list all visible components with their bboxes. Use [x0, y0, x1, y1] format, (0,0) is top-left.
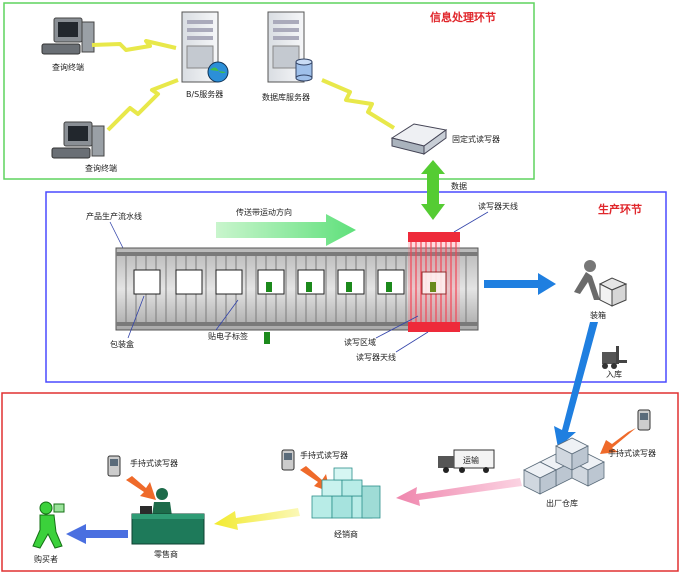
- db-server-label: 数据库服务器: [262, 92, 310, 102]
- flow-arrow: [554, 322, 598, 448]
- package-box: [215, 269, 243, 295]
- rfid-tag: [346, 282, 352, 292]
- query-terminal-label-2: 查询终端: [85, 163, 117, 173]
- retail-counter-icon: [131, 488, 205, 545]
- package-box-label: 包装盒: [110, 339, 134, 349]
- buyer-icon: [32, 501, 65, 549]
- worker-packing-icon: [574, 260, 628, 307]
- leader-line: [453, 211, 489, 233]
- reader-antenna-bottom-label: 读写器天线: [356, 352, 396, 362]
- leader-line: [215, 299, 239, 331]
- flow-arrow: [66, 524, 128, 544]
- factory-warehouse-label: 出厂仓库: [546, 498, 578, 508]
- belt-direction-label: 传送带运动方向: [236, 207, 292, 217]
- distributor-boxes-icon: [311, 467, 381, 519]
- forklift-icon: [602, 346, 627, 369]
- production-section-title: 生产环节: [598, 202, 642, 216]
- flow-arrow: [484, 273, 556, 295]
- shipping-label: 运输: [463, 455, 479, 465]
- buyer-label: 购买者: [34, 554, 58, 564]
- query-terminal-label-1: 查询终端: [52, 62, 84, 72]
- bs-server-label: B/S服务器: [186, 89, 223, 99]
- leader-line: [395, 331, 429, 353]
- data-label: 数据: [451, 181, 467, 191]
- computer-icon: [51, 121, 105, 159]
- retail-label: 零售商: [154, 549, 178, 559]
- leader-line: [109, 221, 125, 251]
- package-box: [175, 269, 203, 295]
- wireless-link-icon: [91, 39, 177, 52]
- database-icon: [295, 58, 313, 82]
- rfid-tag: [266, 282, 272, 292]
- handheld-reader-icon: [637, 409, 651, 431]
- production-line-label: 产品生产流水线: [86, 211, 142, 221]
- handheld-reader-label-1: 手持式读写器: [608, 448, 656, 458]
- handheld-reader-icon: [107, 455, 121, 477]
- read-zone-label: 读写区域: [344, 337, 376, 347]
- reader-antenna-top-label: 读写器天线: [478, 201, 518, 211]
- handheld-reader-icon: [281, 449, 295, 471]
- storage-label: 入库: [606, 369, 622, 379]
- leader-line: [375, 315, 419, 339]
- package-box: [133, 269, 161, 295]
- wireless-link-icon: [321, 78, 396, 130]
- yellow-arrow: [214, 508, 300, 530]
- info-section-border: [3, 2, 535, 180]
- data-exchange-arrow: [421, 160, 445, 220]
- leader-line: [127, 295, 145, 339]
- rfid-tag: [386, 282, 392, 292]
- globe-icon: [207, 61, 229, 83]
- rfid-tag: [306, 282, 312, 292]
- warehouse-boxes-icon: [523, 437, 605, 495]
- handheld-reader-label-3: 手持式读写器: [130, 458, 178, 468]
- tag-label: 贴电子标签: [208, 331, 248, 341]
- truck-icon: [438, 449, 495, 473]
- computer-icon: [41, 17, 95, 55]
- orange-arrow: [126, 476, 156, 500]
- wireless-link-icon: [106, 78, 179, 132]
- info-section-title: 信息处理环节: [430, 10, 496, 24]
- pink-arrow: [396, 478, 522, 506]
- belt-direction-arrow: [216, 214, 356, 246]
- production-section-border: [45, 191, 667, 383]
- fixed-reader-icon: [390, 123, 448, 155]
- fixed-reader-label: 固定式读写器: [452, 134, 500, 144]
- packing-label: 装箱: [590, 310, 606, 320]
- rfid-tag: [264, 332, 270, 344]
- distributor-label: 经销商: [334, 529, 358, 539]
- rfid-tag: [430, 282, 436, 292]
- handheld-reader-label-2: 手持式读写器: [300, 450, 348, 460]
- orange-arrow: [600, 428, 636, 454]
- distribution-section-border: [1, 392, 679, 572]
